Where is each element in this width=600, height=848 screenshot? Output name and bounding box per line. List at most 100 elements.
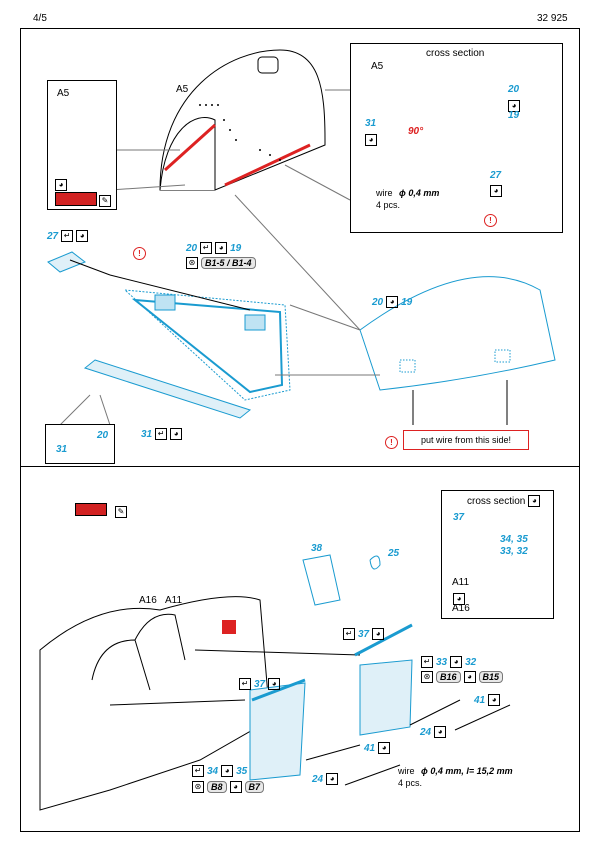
- wire-side-note-box: put wire from this side!: [403, 430, 529, 450]
- part-35-label: 35: [236, 765, 248, 777]
- callout-41-right: 41 ◕: [474, 694, 501, 706]
- red-paint-swatch-bottom: [75, 503, 107, 516]
- ref-pill-b8: B8: [207, 781, 227, 793]
- wire-side-note: put wire from this side!: [420, 435, 512, 445]
- part-27-label: 27: [47, 230, 59, 242]
- glue-icon: ◕: [55, 178, 67, 191]
- callout-31: 31 ↵ ◕: [141, 428, 183, 440]
- part-37-label: 37: [254, 678, 266, 690]
- part-38: 38: [311, 543, 323, 554]
- glue-icon: ◕: [76, 230, 89, 242]
- wire-label: wire: [376, 188, 393, 198]
- callout-37-right: ↵ 37 ◕: [343, 628, 385, 640]
- part-20: 20: [508, 84, 520, 95]
- cross-section-a5-label: A5: [371, 61, 384, 72]
- glue-icon: ◕: [229, 781, 242, 793]
- part-24-label: 24: [420, 726, 432, 738]
- part-25: 25: [388, 548, 400, 559]
- cross-section-title-bottom: cross section ◕: [467, 495, 541, 507]
- paint-brush-icon: ✎: [115, 505, 127, 518]
- glue-icon: ◕: [326, 773, 339, 785]
- glue-icon: ◕: [508, 99, 520, 112]
- inset-a5-label: A5: [57, 88, 70, 99]
- fold-icon: ↵: [200, 242, 213, 254]
- glue-icon: ◕: [453, 592, 465, 605]
- glue-icon: ◕: [463, 671, 476, 683]
- wire-note-bottom: wire ϕ 0,4 mm, l= 15,2 mm: [398, 766, 513, 776]
- glue-icon: ◕: [221, 765, 234, 777]
- glue-icon: ◕: [372, 628, 385, 640]
- part-20-inset: 20: [97, 430, 109, 441]
- glue-icon: ◕: [488, 694, 501, 706]
- fold-icon: ↵: [155, 428, 168, 440]
- warning-icon: !: [133, 247, 146, 260]
- cross-section-label: cross section: [467, 495, 526, 507]
- page-number: 4/5: [33, 13, 47, 24]
- callout-20-19: 20 ↵ ◕ 19: [186, 242, 241, 254]
- part-41-label: 41: [364, 742, 376, 754]
- callout-24-right: 24 ◕: [420, 726, 447, 738]
- red-paint-swatch: [55, 192, 97, 206]
- ref-pill-b1: B1-5 / B1-4: [201, 257, 256, 269]
- part-37: 37: [453, 512, 465, 523]
- warning-icon: !: [385, 436, 398, 449]
- ref-b8-b7: ⊛ B8 ◕ B7: [192, 781, 265, 793]
- ref-pill-b15: B15: [478, 671, 504, 683]
- wire-spec: ϕ 0,4 mm, l= 15,2 mm: [421, 766, 513, 776]
- label-a11: A11: [452, 577, 470, 588]
- cross-section-box-bottom: [441, 490, 554, 619]
- ref-pill-b7: B7: [244, 781, 265, 793]
- part-37-label: 37: [358, 628, 370, 640]
- part-33-label: 33: [436, 656, 448, 668]
- part-19-label: 19: [401, 296, 413, 308]
- inset-a5-detail: [47, 80, 117, 210]
- catalog-number: 32 925: [537, 13, 568, 24]
- paint-brush-icon: ✎: [99, 194, 111, 207]
- part-34-label: 34: [207, 765, 219, 777]
- glue-icon: ◕: [378, 742, 391, 754]
- glue-icon: ◕: [450, 656, 463, 668]
- part-34-35: 34, 35: [500, 534, 528, 545]
- fold-icon: ↵: [343, 628, 355, 640]
- warning-icon: !: [484, 214, 497, 227]
- reference-icon: ⊛: [421, 671, 433, 683]
- fold-icon: ↵: [421, 656, 433, 668]
- callout-33-32: ↵ 33 ◕ 32: [421, 656, 476, 668]
- canopy-a5-label: A5: [176, 84, 189, 95]
- wire-spec: ϕ 0,4 mm: [399, 188, 440, 198]
- wire-count-bottom: 4 pcs.: [398, 778, 423, 788]
- part-19: 19: [508, 110, 520, 121]
- callout-27: 27 ↵ ◕: [47, 230, 89, 242]
- wire-label: wire: [398, 766, 415, 776]
- glue-icon: ◕: [490, 184, 502, 197]
- label-a16-fuselage: A16: [139, 595, 157, 606]
- part-31-label: 31: [141, 428, 153, 440]
- part-27: 27: [490, 170, 502, 181]
- glue-icon: ◕: [434, 726, 447, 738]
- callout-37-left: ↵ 37 ◕: [239, 678, 281, 690]
- wire-count-top: 4 pcs.: [376, 200, 401, 210]
- part-24-label: 24: [312, 773, 324, 785]
- part-31-inset: 31: [56, 444, 68, 455]
- part-32-label: 32: [465, 656, 477, 668]
- part-19-label: 19: [230, 242, 242, 254]
- part-31: 31: [365, 118, 377, 129]
- glue-icon: ◕: [528, 495, 541, 507]
- glue-icon: ◕: [268, 678, 281, 690]
- cross-section-title-top: cross section: [426, 48, 485, 59]
- label-a11-fuselage: A11: [165, 595, 183, 606]
- page-frame: [20, 28, 580, 832]
- part-41-label: 41: [474, 694, 486, 706]
- inset-31-20: [45, 424, 115, 464]
- wire-note-top: wire ϕ 0,4 mm: [376, 188, 439, 198]
- glue-icon: ◕: [170, 428, 183, 440]
- part-20-label: 20: [186, 242, 198, 254]
- callout-24-left: 24 ◕: [312, 773, 339, 785]
- fold-icon: ↵: [192, 765, 204, 777]
- ref-pill-b16: B16: [436, 671, 461, 683]
- ref-b1: ⊛ B1-5 / B1-4: [186, 257, 256, 269]
- inset-a5-icon-row: ◕: [55, 176, 67, 194]
- glue-icon: ◕: [365, 133, 377, 146]
- cross-section-box-top: [350, 43, 563, 233]
- fold-icon: ↵: [61, 230, 74, 242]
